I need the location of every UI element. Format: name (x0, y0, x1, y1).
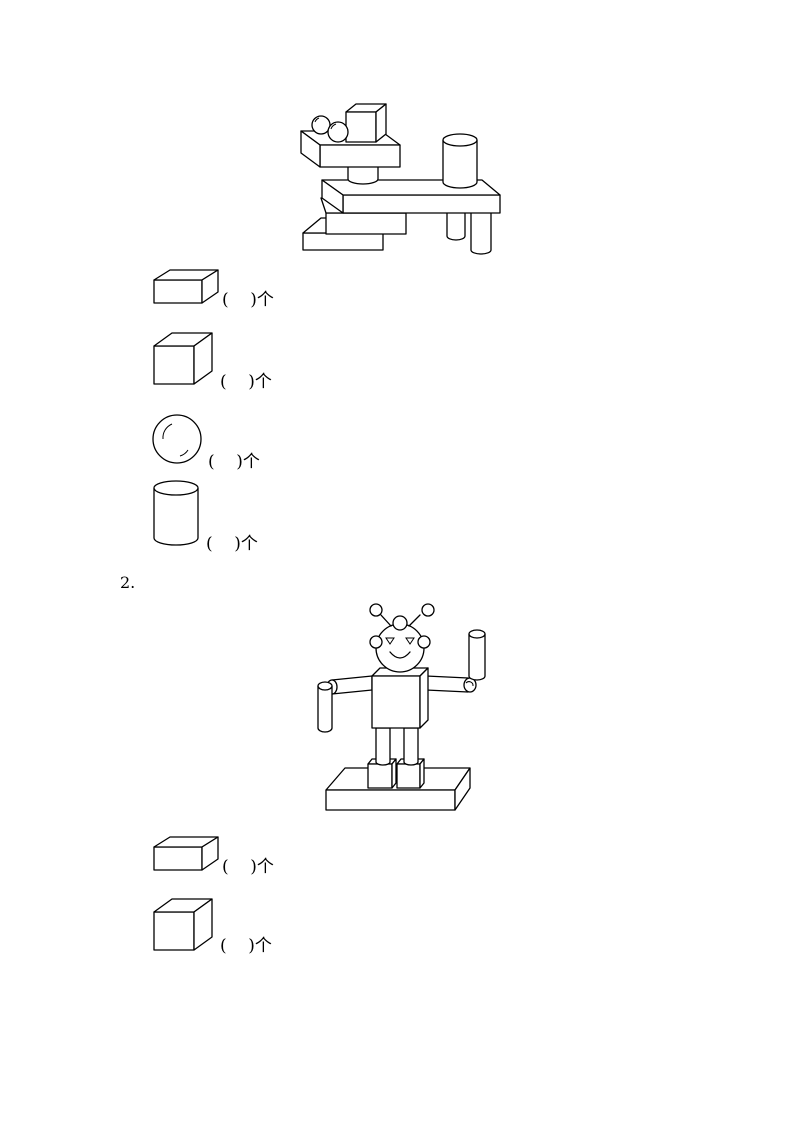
cuboid-icon (150, 833, 224, 875)
q1-answer-row-cuboid: ( )个 (150, 266, 330, 312)
robot-left-leg (376, 728, 390, 765)
q2-cube-count-blank[interactable]: ( )个 (220, 936, 272, 956)
cube-icon (150, 896, 220, 956)
robot-torso (372, 668, 428, 728)
q1-cube-count-blank[interactable]: ( )个 (220, 372, 272, 392)
short-cylinder (348, 166, 378, 184)
robot-right-leg (404, 728, 418, 765)
sphere-back (312, 116, 330, 134)
q2-robot-figure (0, 590, 800, 820)
q2-robot-drawing (0, 590, 800, 820)
robot-antennas (370, 604, 434, 630)
sphere-icon (150, 412, 206, 468)
q1-structure-drawing (0, 0, 800, 270)
cylinder-icon (150, 476, 206, 554)
leg-cylinder-right (471, 210, 491, 254)
cube-icon (150, 330, 220, 390)
top-cube (346, 104, 386, 142)
robot-right-arm (426, 676, 476, 692)
q1-answer-row-cylinder: ( )个 (150, 476, 330, 558)
robot-left-forearm (318, 682, 332, 732)
tall-cylinder (443, 134, 477, 188)
q1-answer-row-cube: ( )个 (150, 330, 330, 394)
robot-right-forearm (469, 630, 485, 680)
cuboid-icon (150, 266, 224, 308)
robot-left-arm (327, 676, 372, 694)
q1-answer-row-sphere: ( )个 (150, 412, 330, 476)
q1-cuboid-count-blank[interactable]: ( )个 (222, 290, 274, 310)
q2-answer-row-cube: ( )个 (150, 896, 330, 960)
q1-block-structure-figure (0, 0, 800, 270)
q2-answer-row-cuboid: ( )个 (150, 833, 330, 879)
q1-cylinder-count-blank[interactable]: ( )个 (206, 534, 258, 554)
leg-cylinder-left (447, 210, 465, 240)
q2-cuboid-count-blank[interactable]: ( )个 (222, 857, 274, 877)
q2-number: 2. (120, 573, 136, 592)
q1-sphere-count-blank[interactable]: ( )个 (208, 452, 260, 472)
sphere-front (328, 122, 348, 142)
robot-head (370, 624, 430, 672)
